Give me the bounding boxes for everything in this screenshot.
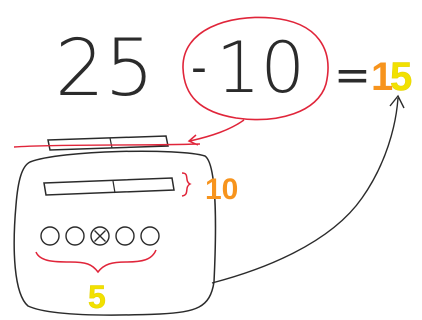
remaining-ten-bar bbox=[43, 177, 175, 196]
result-arrow bbox=[211, 97, 399, 284]
result-arrow-head bbox=[389, 94, 405, 109]
red-brace-tens bbox=[181, 172, 192, 197]
removed-ten-bar bbox=[47, 135, 169, 151]
subtrahend-text: 10 bbox=[216, 27, 305, 109]
result-ones-digit: 5 bbox=[390, 55, 412, 99]
strike-line bbox=[13, 143, 201, 148]
circle bbox=[140, 226, 160, 246]
red-brace-ones bbox=[35, 249, 157, 274]
circle bbox=[40, 226, 60, 246]
result-tens-digit: 1 bbox=[371, 55, 393, 99]
tens-count-label: 10 bbox=[205, 173, 238, 206]
equals-sign: = bbox=[334, 50, 371, 101]
circle bbox=[115, 226, 135, 246]
circle bbox=[65, 226, 85, 246]
ones-count-label: 5 bbox=[88, 279, 106, 315]
red-arrow bbox=[189, 119, 245, 142]
crossed-circle bbox=[90, 226, 110, 246]
ones-circles bbox=[40, 226, 160, 246]
red-circle-subtrahend bbox=[182, 16, 329, 121]
container-box bbox=[13, 150, 217, 316]
minus-sign: - bbox=[191, 42, 207, 93]
cross-mark bbox=[94, 230, 106, 242]
minuend-text: 25 bbox=[55, 24, 154, 114]
